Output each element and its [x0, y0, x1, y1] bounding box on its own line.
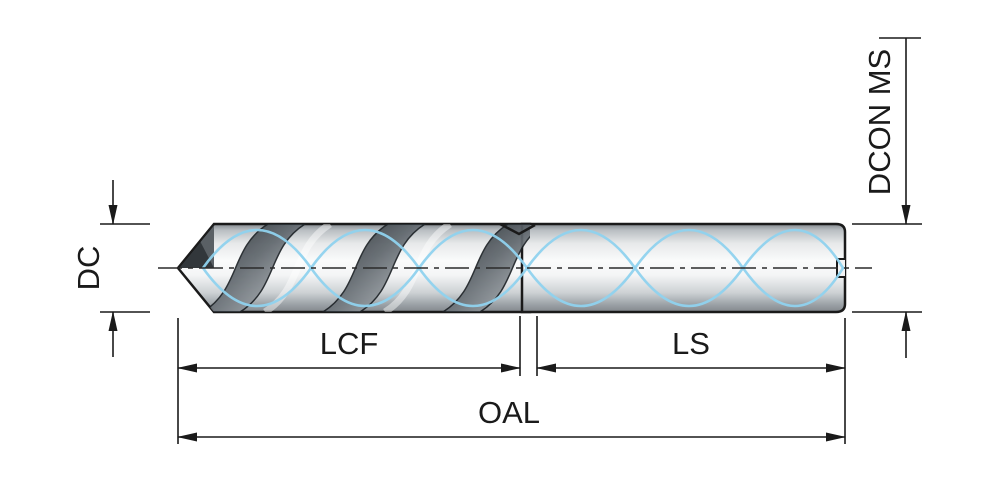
dcon-ms-label: DCON MS	[862, 49, 897, 195]
ls-label: LS	[672, 326, 710, 361]
dimension-ls: LS	[536, 326, 846, 373]
tip-chisel-edge	[178, 241, 214, 268]
flute-runout-notch	[499, 222, 536, 236]
oal-label: OAL	[478, 395, 540, 430]
dimension-lengths: LCF LS OAL	[177, 316, 846, 444]
dimension-dcon-ms: DCON MS	[852, 37, 922, 358]
dimension-dc: DC	[71, 180, 150, 357]
lcf-label: LCF	[320, 326, 379, 361]
dimension-oal: OAL	[177, 395, 846, 442]
dimension-lcf: LCF	[177, 326, 521, 373]
dc-label: DC	[71, 246, 106, 291]
drill-body	[158, 222, 872, 314]
